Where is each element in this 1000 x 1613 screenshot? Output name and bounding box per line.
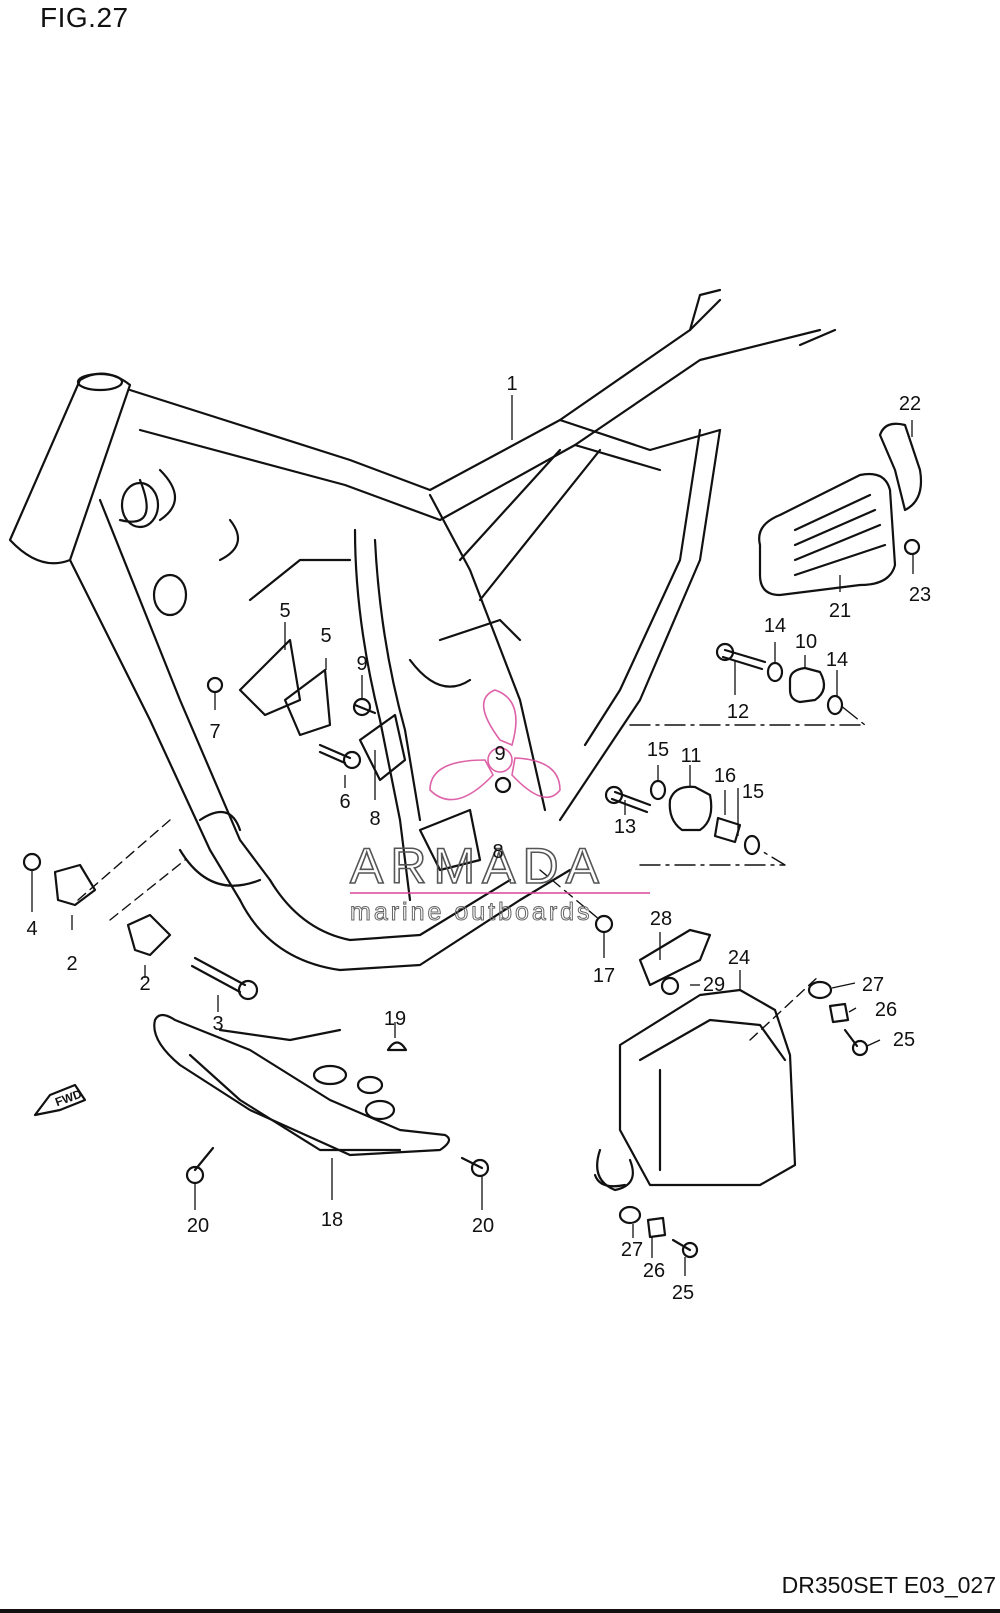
callout-4: 4 — [26, 918, 37, 940]
gasket-22 — [878, 422, 923, 512]
callout-17: 17 — [593, 965, 615, 987]
callout-24: 24 — [728, 947, 750, 969]
grommet-27b — [618, 1205, 642, 1225]
callout-26b: 26 — [643, 1260, 665, 1282]
bolt-9b — [494, 776, 512, 794]
callout-28: 28 — [650, 908, 672, 930]
callout-14b: 14 — [826, 649, 848, 671]
figure-code: DR350SET E03_027 — [781, 1572, 996, 1598]
callout-12: 12 — [727, 701, 749, 723]
nut-17 — [594, 914, 614, 934]
callout-2b: 2 — [139, 973, 150, 995]
callout-1: 1 — [506, 373, 517, 395]
washer-14a — [766, 661, 784, 683]
callout-8b: 8 — [492, 841, 503, 863]
callout-20a: 20 — [187, 1215, 209, 1237]
callout-27b: 27 — [621, 1239, 643, 1261]
callout-29: 29 — [703, 974, 725, 996]
callout-8a: 8 — [369, 808, 380, 830]
callout-11: 11 — [681, 745, 702, 767]
watermark-brand: ARMADA — [350, 838, 606, 894]
callout-10: 10 — [795, 631, 817, 653]
chain-cover-21 — [758, 422, 923, 597]
bushing-11 — [668, 785, 713, 832]
bolt-20a — [193, 1146, 215, 1172]
nut-4 — [22, 852, 42, 872]
callout-6: 6 — [339, 791, 350, 813]
callout-15b: 15 — [742, 781, 764, 803]
callout-5b: 5 — [320, 625, 331, 647]
callout-2a: 2 — [66, 953, 77, 975]
washer-15b — [743, 834, 761, 856]
battery-box-24 — [593, 988, 797, 1192]
bolt-20b — [460, 1156, 484, 1170]
bolt-23 — [903, 538, 921, 556]
collar-26b — [646, 1216, 667, 1239]
callout-27a: 27 — [862, 974, 884, 996]
callout-3: 3 — [212, 1013, 223, 1035]
callout-25a: 25 — [893, 1029, 915, 1051]
skid-plate — [153, 1013, 451, 1157]
callout-9a: 9 — [356, 653, 367, 675]
callout-25b: 25 — [672, 1282, 694, 1304]
callout-9b: 9 — [494, 743, 505, 765]
callout-23: 23 — [909, 584, 931, 606]
bushing-10 — [788, 666, 826, 704]
callout-26a: 26 — [875, 999, 897, 1021]
washer-15a — [649, 779, 667, 801]
figure-label: FIG.27 — [40, 2, 129, 33]
bolt-3 — [190, 956, 247, 994]
bracket-2b — [126, 913, 172, 957]
callout-15a: 15 — [647, 739, 669, 761]
bracket-28 — [638, 928, 712, 987]
bracket-5b — [283, 668, 332, 737]
callout-18: 18 — [321, 1209, 343, 1231]
bracket-5a — [238, 638, 302, 717]
watermark-tagline: marine outboards — [350, 898, 593, 926]
bolt-29 — [660, 976, 680, 996]
nut-7 — [206, 676, 224, 694]
collar-26a — [828, 1002, 850, 1024]
propeller-logo — [429, 689, 561, 801]
bracket-8 — [358, 713, 407, 782]
callout-16: 16 — [714, 765, 736, 787]
bracket-2a — [53, 863, 97, 907]
callout-19: 19 — [384, 1008, 406, 1030]
bolt-25b — [671, 1238, 692, 1252]
collar-16 — [713, 816, 742, 844]
callout-13: 13 — [614, 816, 636, 838]
callout-7: 7 — [209, 721, 220, 743]
washer-14b — [826, 694, 844, 716]
fwd-arrow — [33, 1083, 87, 1117]
bottom-divider — [0, 1609, 1000, 1613]
callout-5a: 5 — [279, 600, 290, 622]
watermark: ARMADA marine outboards — [349, 689, 650, 927]
callout-21: 21 — [829, 600, 851, 622]
callout-22: 22 — [899, 393, 921, 415]
callout-14a: 14 — [764, 615, 786, 637]
callout-20b: 20 — [472, 1215, 494, 1237]
bolt-9 — [353, 703, 377, 715]
plug-19 — [386, 1041, 408, 1052]
bracket-8b — [418, 808, 482, 872]
main-frame — [8, 288, 837, 972]
grommet-27a — [807, 980, 833, 1000]
